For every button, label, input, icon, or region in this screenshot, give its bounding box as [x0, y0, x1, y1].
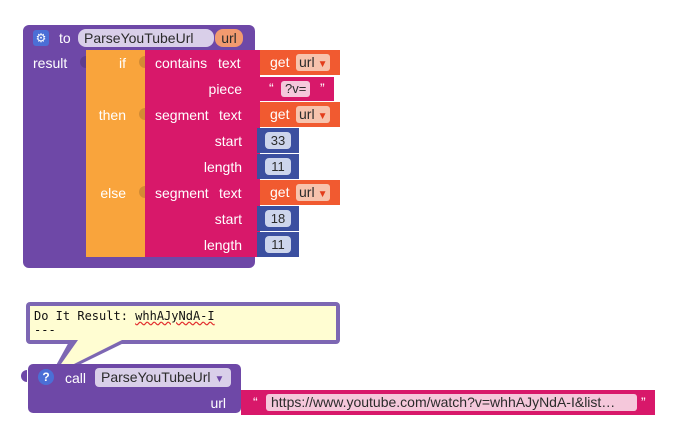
procedure-name-field[interactable]: ParseYouTubeUrl: [78, 29, 214, 47]
dropdown-arrow-icon: ▼: [317, 59, 328, 70]
number-value[interactable]: 11: [265, 236, 291, 253]
var-name: url: [299, 54, 315, 70]
segment-text-block-then[interactable]: [145, 102, 260, 180]
contains-text-label: text: [218, 55, 241, 71]
number-value[interactable]: 33: [265, 132, 291, 149]
dropdown-arrow-icon: ▼: [317, 189, 328, 200]
result-text: Do It Result: whhAJyNdA-I ---: [30, 306, 336, 340]
contains-text-block[interactable]: [145, 50, 260, 102]
url-string-value[interactable]: https://www.youtube.com/watch?v=whhAJyNd…: [266, 394, 637, 411]
number-block-length-else[interactable]: 11: [257, 232, 299, 257]
number-block-start-then[interactable]: 33: [257, 128, 299, 153]
segment-then-output-notch: [139, 108, 145, 120]
then-label: then: [98, 107, 126, 123]
segment-length-label: length: [203, 237, 242, 253]
result-prefix: Do It Result:: [34, 309, 136, 323]
close-quote: ”: [320, 80, 325, 96]
to-label: to: [59, 30, 71, 46]
segment-text-label: text: [219, 107, 242, 123]
number-block-start-else[interactable]: 18: [257, 206, 299, 231]
get-label: get: [270, 54, 290, 70]
dropdown-arrow-icon: ▼: [317, 111, 328, 122]
call-output-notch: [21, 370, 27, 382]
question-icon[interactable]: ?: [38, 369, 54, 385]
procedure-param-url[interactable]: url: [215, 29, 243, 47]
result-footer: ---: [34, 323, 56, 337]
contains-title: contains: [155, 55, 208, 71]
open-quote: “: [253, 394, 258, 410]
piece-string-block[interactable]: “ ?v= ”: [260, 77, 334, 101]
get-label: get: [270, 106, 290, 122]
segment-else-output-notch: [139, 186, 145, 198]
segment-start-label: start: [214, 211, 242, 227]
segment-text-block-else[interactable]: [145, 180, 260, 257]
if-label: if: [119, 55, 126, 71]
segment-title: segment: [155, 185, 209, 201]
var-name: url: [299, 106, 315, 122]
else-label: else: [100, 185, 126, 201]
number-value[interactable]: 11: [265, 158, 291, 175]
get-label: get: [270, 184, 290, 200]
call-procedure-name: ParseYouTubeUrl: [101, 369, 211, 385]
get-url-block-3[interactable]: get url▼: [260, 180, 340, 205]
number-value[interactable]: 18: [265, 210, 291, 227]
segment-title: segment: [155, 107, 209, 123]
if-then-else-block[interactable]: [86, 50, 148, 257]
result-label: result: [33, 55, 68, 71]
result-value: whhAJyNdA-I: [135, 309, 215, 323]
var-dropdown[interactable]: url▼: [296, 184, 331, 201]
contains-piece-label: piece: [208, 81, 242, 97]
segment-length-label: length: [203, 159, 242, 175]
get-url-block-1[interactable]: get url▼: [260, 50, 340, 75]
call-procedure-dropdown[interactable]: ParseYouTubeUrl▼: [95, 368, 231, 387]
number-block-length-then[interactable]: 11: [257, 154, 299, 179]
var-name: url: [299, 184, 315, 200]
if-output-notch: [80, 56, 86, 68]
contains-output-notch: [139, 56, 145, 68]
segment-text-label: text: [219, 185, 242, 201]
close-quote: ”: [641, 394, 646, 410]
var-dropdown[interactable]: url▼: [296, 54, 331, 71]
segment-start-label: start: [214, 133, 242, 149]
call-label: call: [65, 370, 87, 386]
get-url-block-2[interactable]: get url▼: [260, 102, 340, 127]
call-arg-label: url: [210, 395, 226, 411]
gear-icon[interactable]: ⚙: [33, 30, 49, 46]
dropdown-arrow-icon: ▼: [214, 374, 225, 385]
open-quote: “: [269, 80, 274, 96]
var-dropdown[interactable]: url▼: [296, 106, 331, 123]
piece-value[interactable]: ?v=: [281, 81, 311, 97]
